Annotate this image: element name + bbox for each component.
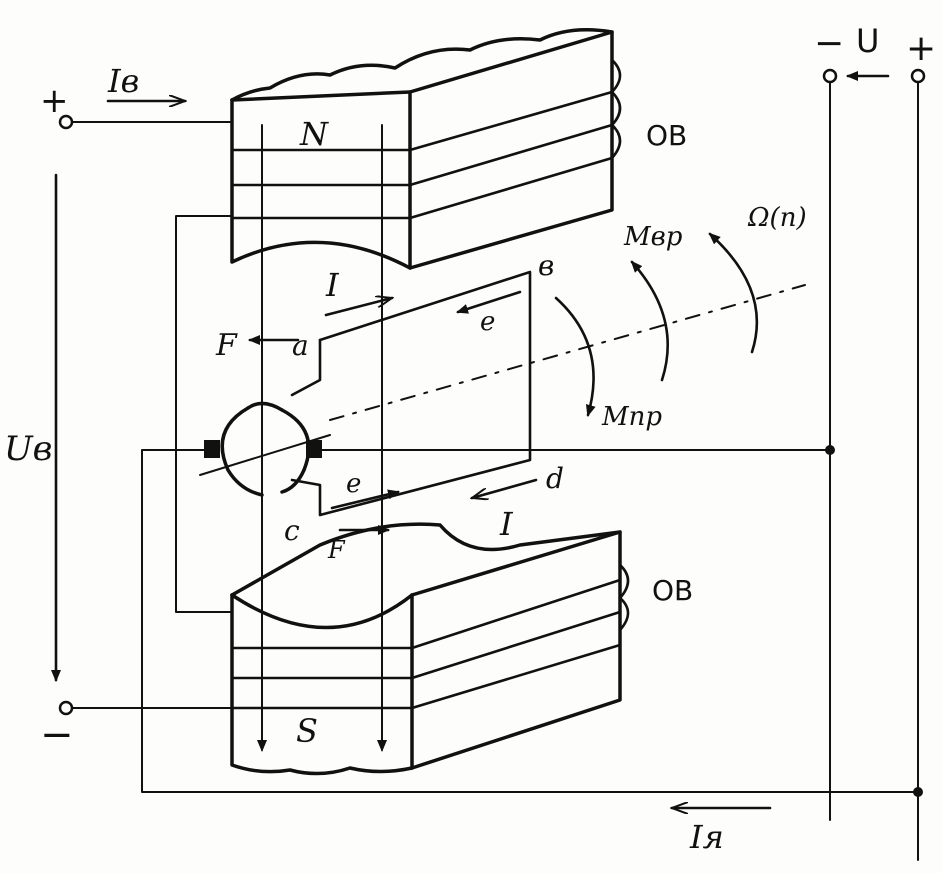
opposing-torque-arrow — [554, 296, 596, 417]
angular-speed-arrow — [708, 232, 759, 354]
rotation-axis — [329, 284, 806, 421]
current-top-arrow — [324, 298, 392, 317]
point-b-label: в — [538, 249, 554, 282]
current-bottom-label: I — [499, 505, 514, 543]
labels: + − Iв N S ОВ ОВ − U + Uв Iя I I F F e e… — [4, 22, 936, 856]
armature-current-label: Iя — [689, 818, 724, 856]
supply-voltage-label: U — [856, 22, 879, 60]
field-voltage-label: Uв — [4, 429, 52, 469]
current-top-label: I — [325, 266, 340, 304]
north-pole-block — [230, 28, 622, 270]
supply-minus-label: − — [814, 23, 844, 64]
armature-coil — [199, 270, 532, 517]
emf-bottom-label: e — [346, 469, 361, 499]
point-c-label: c — [284, 514, 300, 547]
flux-lines — [257, 124, 387, 752]
current-bottom-arrow — [472, 478, 538, 498]
point-a-label: a — [292, 329, 309, 362]
angular-speed-label: Ω(n) — [747, 203, 807, 233]
arrows — [51, 71, 890, 808]
wiring — [58, 68, 926, 861]
plus-left-label: + — [40, 81, 69, 121]
field-current-label: Iв — [107, 62, 139, 100]
point-d-label: d — [546, 462, 564, 495]
force-bottom-label: F — [327, 536, 346, 564]
north-pole-label: N — [299, 115, 329, 153]
emf-top-label: e — [480, 307, 495, 337]
emf-bottom-arrow — [330, 489, 400, 510]
rotating-torque-arrow — [630, 260, 669, 382]
minus-left-label: − — [40, 712, 74, 758]
brush-right — [306, 440, 322, 458]
brush-left — [204, 440, 220, 458]
south-pole-block — [230, 522, 630, 776]
rotating-torque-label: Mвр — [623, 222, 683, 252]
supply-plus-label: + — [906, 28, 936, 69]
field-winding-top-label: ОВ — [646, 119, 687, 152]
field-winding-bottom-label: ОВ — [652, 574, 693, 607]
force-top-label: F — [215, 328, 238, 363]
emf-top-arrow — [456, 290, 522, 314]
south-pole-label: S — [296, 712, 318, 750]
opposing-torque-label: Mпр — [601, 402, 662, 432]
